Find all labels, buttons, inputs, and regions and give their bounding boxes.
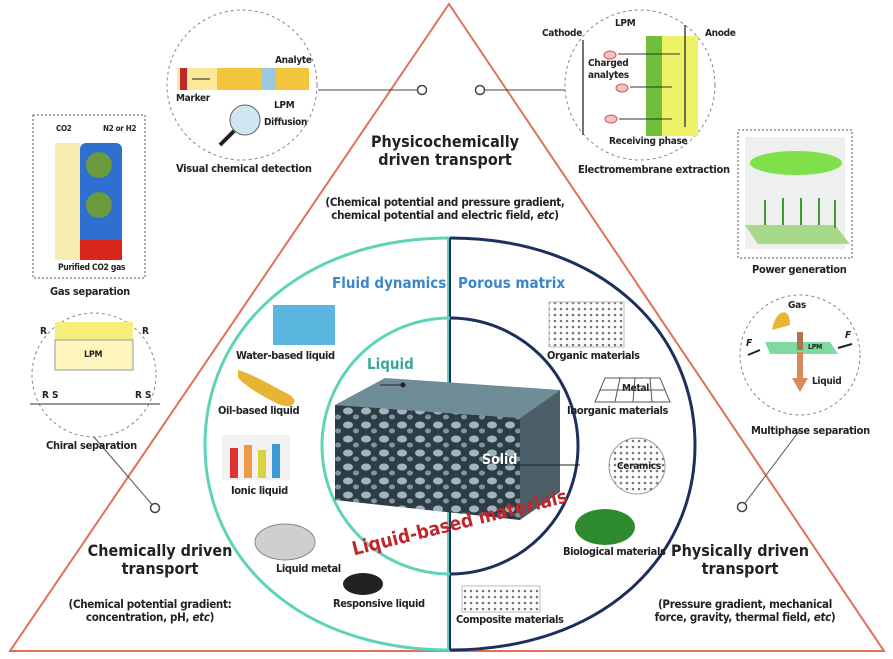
liquid-item: Responsive liquid bbox=[333, 597, 425, 610]
receiving-phase-label: Receiving phase bbox=[609, 136, 688, 147]
lpm-label: LPM bbox=[84, 350, 103, 360]
multiphase-separation-circle bbox=[739, 294, 861, 416]
liquid-label: Liquid bbox=[812, 376, 842, 387]
metal-tag: Metal bbox=[622, 383, 650, 394]
porous-solid-image bbox=[335, 378, 580, 520]
inorganic-material-image bbox=[594, 377, 671, 403]
inner-liquid-arc bbox=[320, 316, 451, 576]
electro-extraction-label: Electromembrane extraction bbox=[578, 163, 730, 176]
lpm-label: LPM bbox=[274, 100, 295, 111]
s-label: S bbox=[52, 390, 59, 401]
power-generation-image bbox=[745, 137, 850, 249]
gas-label: Gas bbox=[788, 300, 806, 311]
visual-detection-circle bbox=[166, 9, 318, 161]
cathode-label: Cathode bbox=[542, 28, 583, 39]
organic-material-image bbox=[548, 301, 625, 348]
porous-matrix-label: Porous matrix bbox=[458, 274, 566, 292]
electro-extraction-circle bbox=[564, 9, 716, 161]
multiphase-image bbox=[747, 312, 853, 392]
ceramics-image bbox=[608, 437, 666, 495]
r-label: R bbox=[142, 326, 149, 337]
marker-label: Marker bbox=[176, 93, 210, 104]
r-label: R bbox=[135, 390, 142, 401]
multiphase-separation-label: Multiphase separation bbox=[751, 424, 870, 437]
material-item: Inorganic materials bbox=[567, 404, 668, 417]
visual-detection-label: Visual chemical detection bbox=[176, 162, 312, 175]
material-item: Composite materials bbox=[456, 613, 564, 626]
r-label: R bbox=[42, 390, 49, 401]
liquid-item: Water-based liquid bbox=[236, 349, 335, 362]
liquid-metal-image bbox=[254, 523, 316, 561]
gas-separation-box bbox=[32, 114, 146, 279]
liquid-item: Ionic liquid bbox=[231, 484, 288, 497]
visual-detection-image bbox=[177, 68, 309, 147]
fluid-dynamics-label: Fluid dynamics bbox=[332, 274, 447, 292]
material-item: Organic materials bbox=[547, 349, 640, 362]
gas-separation-label: Gas separation bbox=[50, 285, 130, 298]
electromembrane-image bbox=[582, 25, 698, 136]
responsive-liquid-image bbox=[343, 573, 383, 595]
s-label: S bbox=[145, 390, 152, 401]
liquid-label: Liquid bbox=[367, 355, 414, 373]
ceramics-tag: Ceramics bbox=[617, 461, 661, 472]
porous-matrix-arc bbox=[449, 236, 697, 652]
lpm-label: LPM bbox=[808, 343, 822, 351]
r-label: R bbox=[40, 326, 47, 337]
analyte-label: Analyte bbox=[275, 55, 312, 66]
liquid-item: Oil-based liquid bbox=[218, 404, 300, 417]
co2-label: CO2 bbox=[56, 124, 72, 133]
chiral-image bbox=[30, 322, 160, 405]
anode-label: Anode bbox=[705, 28, 736, 39]
inner-solid-arc bbox=[449, 316, 580, 576]
force-label: F bbox=[746, 338, 752, 349]
gas-separation-image bbox=[55, 143, 122, 260]
liquid-item: Liquid metal bbox=[276, 562, 341, 575]
n2-h2-label: N2 or H2 bbox=[103, 124, 137, 133]
lpm-label: LPM bbox=[615, 18, 636, 29]
ionic-liquid-image bbox=[222, 435, 290, 480]
biological-material-image bbox=[575, 509, 635, 545]
composite-material-image bbox=[461, 585, 541, 613]
fluid-dynamics-arc bbox=[203, 236, 451, 652]
diffusion-label: Diffusion bbox=[264, 117, 308, 128]
chiral-separation-label: Chiral separation bbox=[46, 439, 137, 452]
solid-label: Solid bbox=[482, 452, 518, 468]
power-generation-box bbox=[737, 129, 853, 259]
material-item: Biological materials bbox=[563, 545, 666, 558]
purified-co2-label: Purified CO2 gas bbox=[58, 263, 126, 273]
water-liquid-image bbox=[273, 305, 335, 345]
physicochemical-transport-desc: (Chemical potential and pressure gradien… bbox=[325, 195, 565, 223]
oil-liquid-image bbox=[238, 370, 295, 407]
power-generation-label: Power generation bbox=[752, 263, 847, 276]
force-label: F bbox=[845, 330, 851, 341]
chemical-transport-desc: (Chemical potential gradient:concentrati… bbox=[68, 597, 232, 625]
